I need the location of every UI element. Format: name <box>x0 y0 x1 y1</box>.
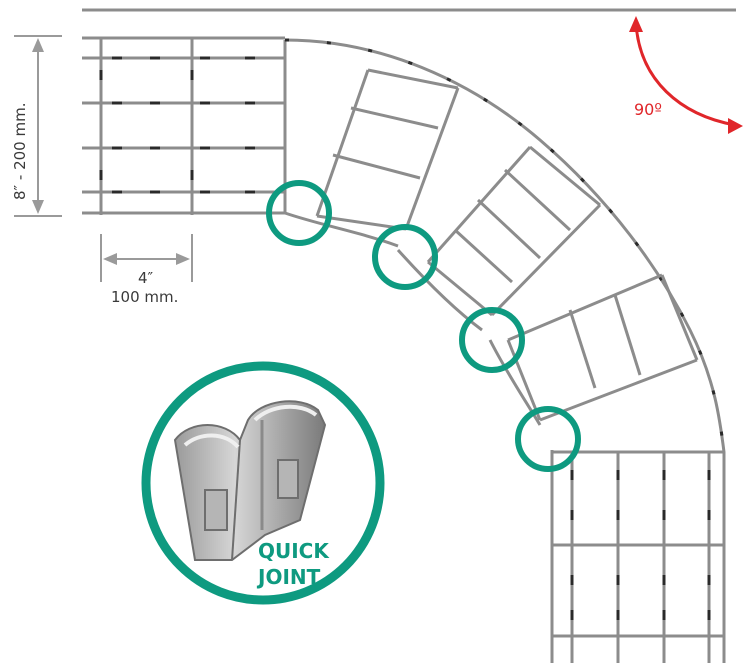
weld-dashes-bottom <box>570 470 711 620</box>
outer-rim <box>284 38 726 663</box>
height-dimension <box>14 35 62 217</box>
tray-segment-1 <box>315 68 460 231</box>
weld-dashes-left <box>99 56 255 194</box>
joint-circle-4 <box>515 406 581 472</box>
height-dimension-label: 8″ - 200 mm. <box>11 103 29 201</box>
joint-circle-3 <box>459 307 525 373</box>
curved-double-arrow-icon <box>629 16 743 134</box>
tray-segment-3 <box>506 273 699 422</box>
joint-circle-2 <box>372 224 438 290</box>
quick-joint-detail <box>141 361 385 605</box>
tray-segment-2 <box>426 145 602 317</box>
angle-label: 90º <box>634 100 662 119</box>
quick-joint-label-line2: JOINT <box>256 565 321 589</box>
straight-tray-section-bottom <box>552 450 724 663</box>
spacing-mm-label: 100 mm. <box>111 288 178 306</box>
quick-joint-label-line1: QUICK <box>258 539 330 563</box>
straight-tray-section-left <box>82 36 287 215</box>
joint-circle-1 <box>266 180 332 246</box>
spacing-dimension <box>100 234 193 282</box>
joint-markers <box>266 180 581 472</box>
inner-rim <box>284 211 554 663</box>
spacing-inches-label: 4″ <box>138 269 154 287</box>
